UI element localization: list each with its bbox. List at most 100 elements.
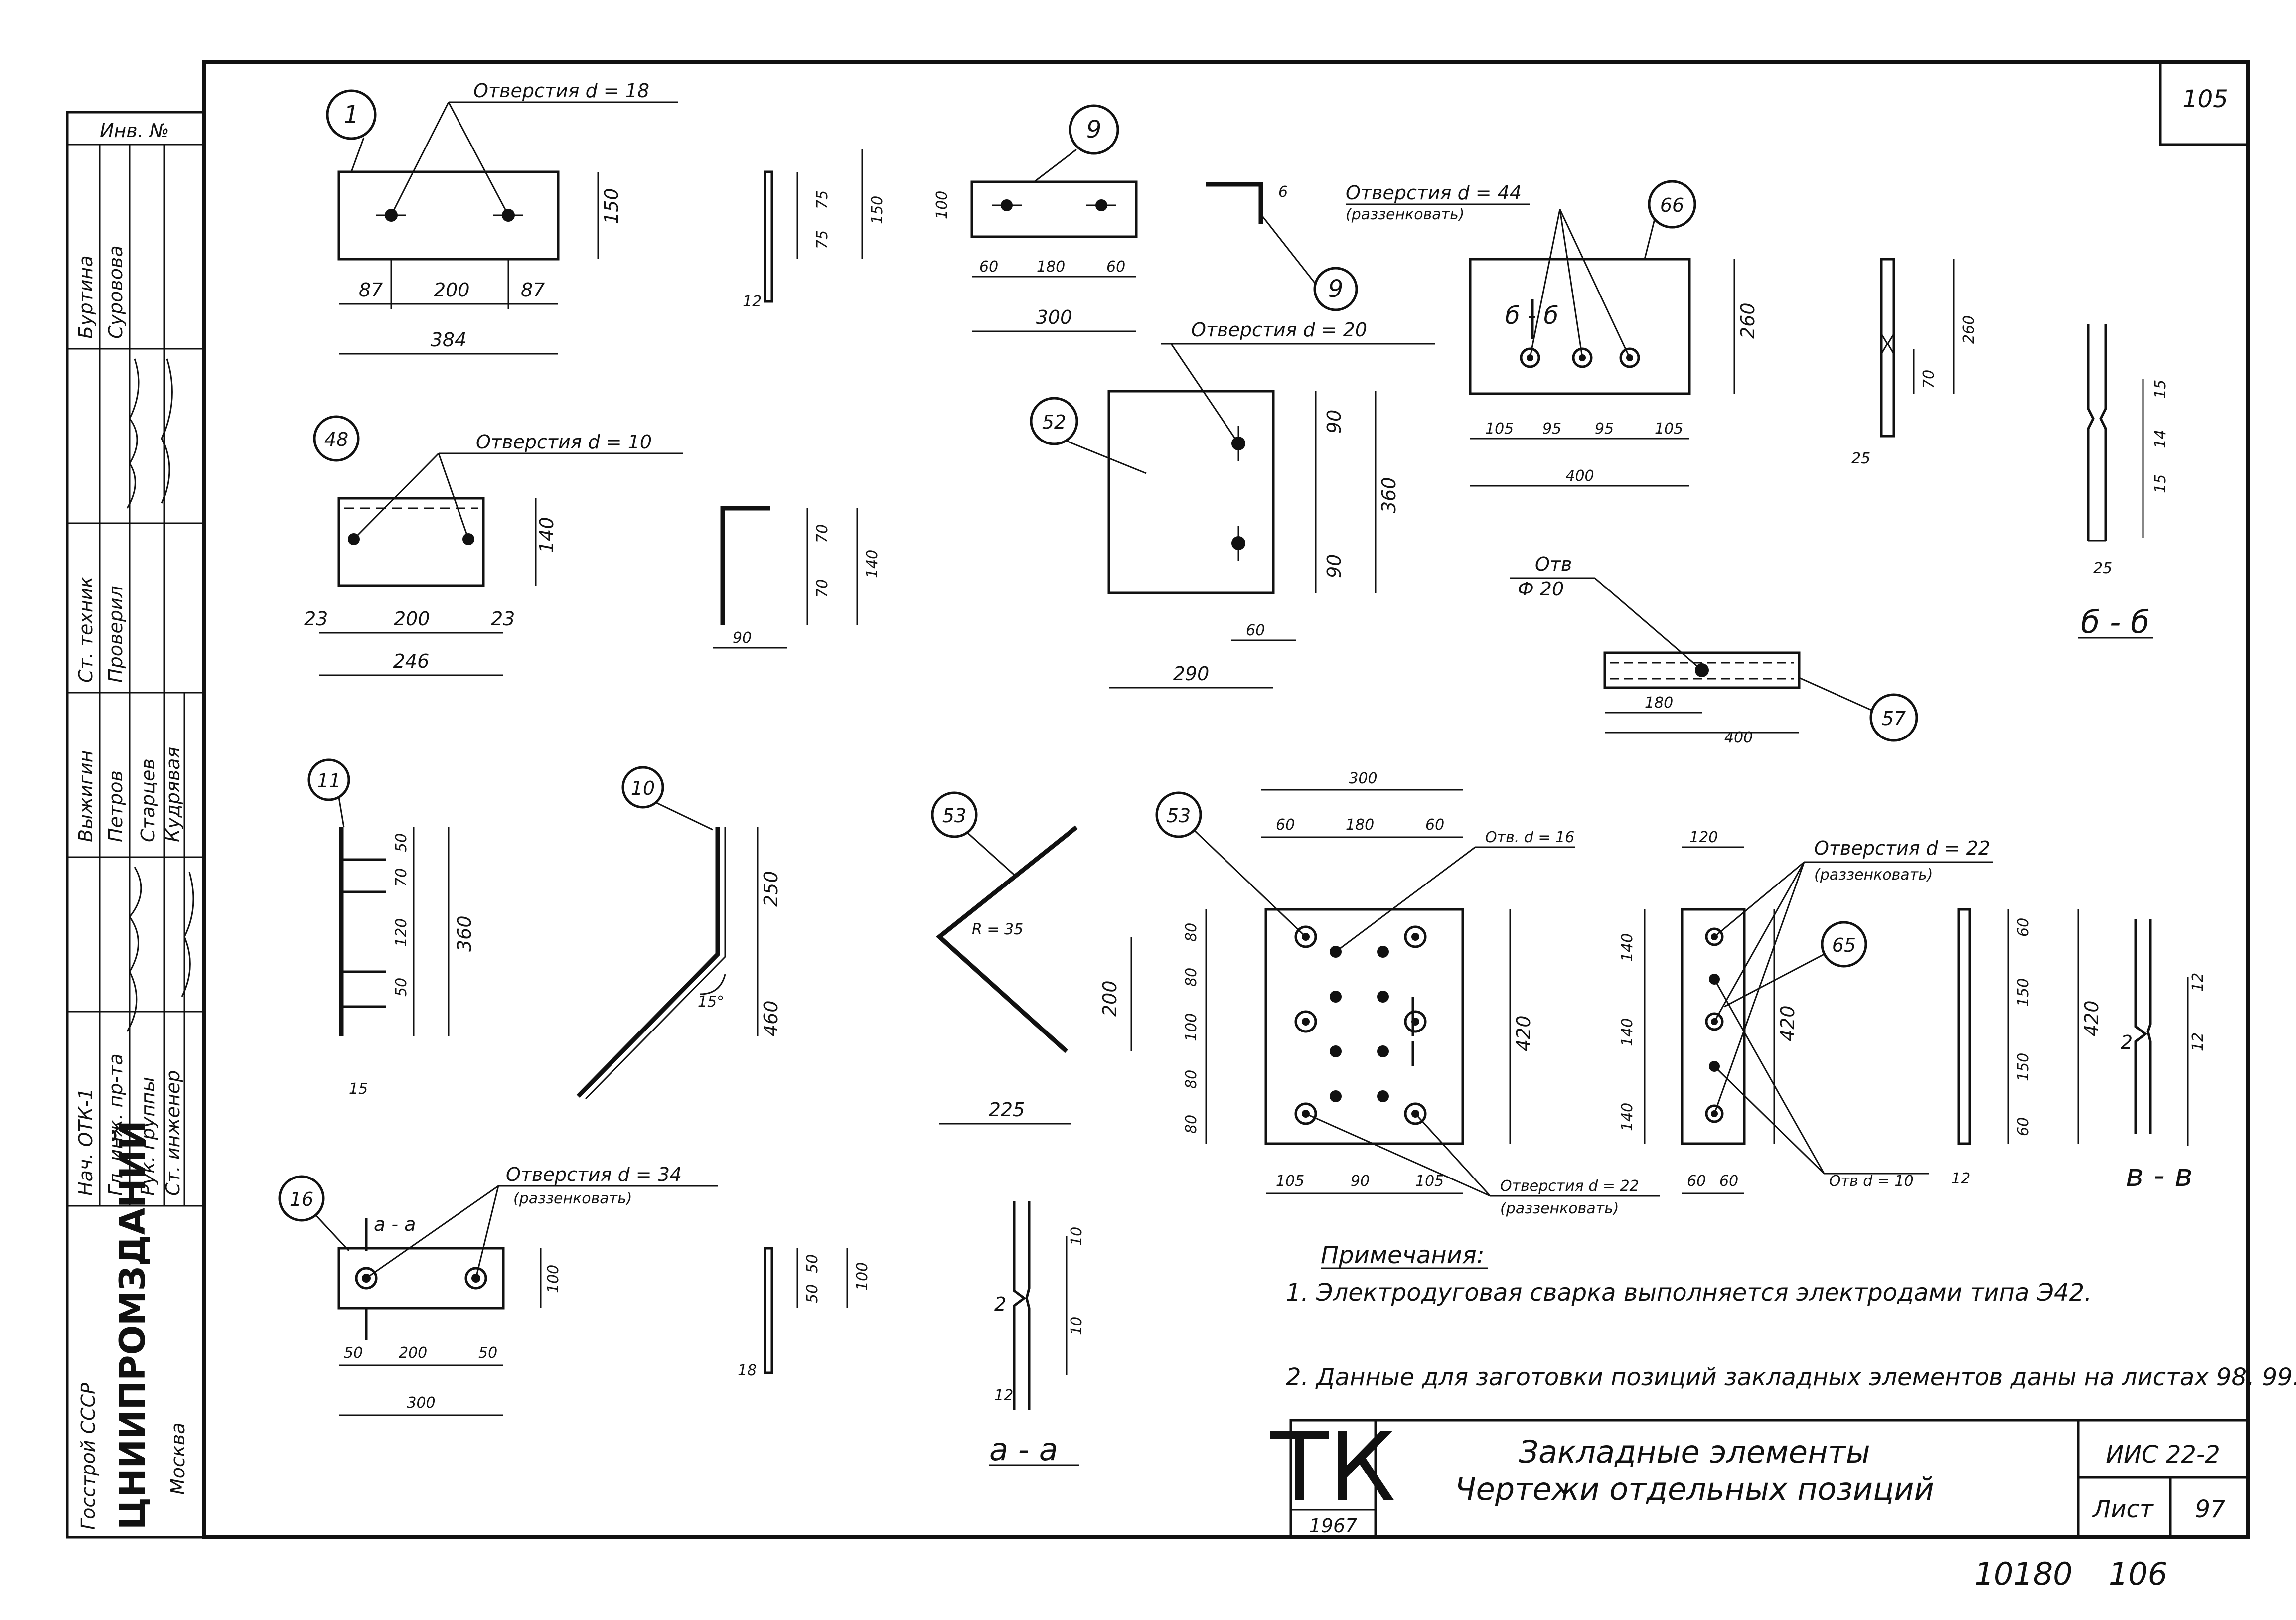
part-16-dim-a: 50	[344, 1344, 363, 1362]
part-1-label: 1	[344, 101, 359, 129]
signature-3	[126, 867, 142, 1032]
section-b-mark: б - б	[1505, 302, 1558, 330]
section-a-mark-top: а - а	[374, 1213, 416, 1235]
part-65-side-d: 60	[2015, 1117, 2032, 1136]
part-48-label: 48	[324, 429, 348, 450]
part-53b-dim-b: 180	[1346, 816, 1374, 834]
stamp-name-4: Кудрявая	[162, 747, 184, 842]
part-53b-note: Отв. d = 16	[1485, 829, 1574, 846]
part-65-label: 65	[1832, 934, 1856, 956]
page-number: 106	[2109, 1556, 2167, 1592]
part-65: 120 Отверстия d = 22 (раззенковать) 65 О…	[1619, 829, 2103, 1194]
org-line-2: ЦНИИПРОМЗДАНИЙ	[112, 1120, 153, 1530]
part-10-dim-a: 250	[760, 871, 782, 907]
stamp-name-5: Буртина	[75, 255, 97, 339]
section-b-dim-b: 14	[2152, 430, 2169, 448]
stamp-name-2: Петров	[105, 770, 127, 842]
stamp-role-6: Проверил	[105, 586, 127, 683]
part-48-note: Отверстия d = 10	[476, 431, 652, 453]
part-66-dim-a: 105	[1485, 420, 1514, 438]
part-11-label: 11	[317, 770, 341, 792]
section-b: 15 14 15 25 б - б	[2078, 324, 2169, 640]
stamp-frame	[66, 111, 206, 1539]
part-52-label: 52	[1042, 411, 1066, 433]
drawing-title-line-1: Закладные элементы	[1519, 1434, 1870, 1470]
part-9-dim-h: 100	[933, 191, 951, 219]
part-9-dim-b: 180	[1037, 258, 1065, 276]
part-53b-dim-total: 300	[1349, 770, 1377, 787]
side-stamp: Инв. № Нач. ОТК-1 Гл. инж. пр-та Рук. гр…	[66, 111, 206, 1539]
part-9-dim-t: 6	[1278, 183, 1288, 201]
part-11-dim-h: 360	[454, 915, 475, 952]
org-line-1: Госстрой СССР	[77, 1383, 99, 1530]
part-16-side-a: 50	[804, 1254, 821, 1273]
part-53b-dim-h: 420	[1513, 1015, 1534, 1051]
part-57-label: 57	[1882, 708, 1906, 730]
archive-number: 10180	[1974, 1556, 2072, 1592]
part-16-note-sub: (раззенковать)	[513, 1190, 632, 1207]
part-53b-label: 53	[1167, 805, 1191, 827]
part-9-dim-a: 60	[979, 258, 998, 276]
part-11-dim-b: 70	[393, 868, 410, 887]
part-65-note-sub: (раззенковать)	[1814, 866, 1933, 884]
part-53b-dim-c: 60	[1425, 816, 1444, 834]
part-48-dim-h: 140	[536, 517, 558, 553]
part-48-side-w: 90	[733, 629, 752, 647]
part-53b-dim-w1: 105	[1276, 1173, 1304, 1190]
part-48-dim-total: 246	[393, 650, 430, 672]
part-53-plate: 53 300 60 180 60 80 80 100 80 80 Отв. d …	[1155, 770, 1660, 1217]
part-53-dim-h: 200	[1099, 980, 1121, 1017]
title-year: 1967	[1309, 1515, 1358, 1537]
part-9-dim-total: 300	[1036, 306, 1072, 328]
part-9: 9 60 180 60 300 100 6 9 Отверстия d = 20	[933, 104, 1435, 345]
signature-2	[161, 358, 173, 504]
part-16-dim-h: 100	[545, 1265, 562, 1293]
part-1-note: Отверстия d = 18	[473, 80, 649, 102]
part-57-dim-a: 180	[1645, 694, 1673, 712]
part-1-side-a: 75	[814, 190, 831, 209]
part-1: 1 Отверстия d = 18 87 200 87 384 150 75 …	[326, 80, 886, 355]
sheet-number: 105	[2182, 85, 2228, 113]
part-48-dim-a: 23	[304, 608, 328, 630]
part-53b-note2: Отверстия d = 22	[1500, 1178, 1639, 1195]
part-66-label: 66	[1660, 194, 1684, 216]
part-11-dim-t: 15	[349, 1080, 368, 1098]
part-57: Отв Ф 20 180 400 57	[1510, 553, 1918, 746]
part-52-dim-a: 90	[1323, 410, 1345, 434]
part-10-angle: 15°	[698, 993, 724, 1011]
section-b-dim-c: 15	[2152, 474, 2169, 493]
part-53b-dim-w3: 105	[1415, 1173, 1444, 1190]
part-48-side-h: 140	[864, 550, 881, 578]
part-1-side-h: 150	[869, 196, 886, 224]
part-65-note: Отверстия d = 22	[1814, 837, 1990, 859]
part-11-dim-d: 50	[393, 978, 410, 997]
part-65-dim-w1: 60	[1687, 1173, 1706, 1190]
part-9-dim-c: 60	[1106, 258, 1125, 276]
part-16-side-h: 100	[854, 1262, 871, 1291]
stamp-role-1: Нач. ОТК-1	[75, 1088, 97, 1196]
part-53b-dim-r1: 80	[1183, 923, 1200, 942]
part-66-dim-total: 400	[1565, 467, 1594, 485]
part-53b-dim-r3: 100	[1183, 1013, 1200, 1041]
title-logo: ТК	[1270, 1412, 1396, 1522]
section-v-dim-c: 12	[2189, 1032, 2207, 1051]
part-52-dim-w: 290	[1173, 663, 1210, 685]
signature-1	[126, 358, 140, 509]
section-a-dim-b: 2	[994, 1293, 1006, 1315]
part-1-dim-a: 87	[359, 279, 383, 301]
part-52-dim-c: 60	[1246, 622, 1265, 639]
section-a-dim-d: 12	[994, 1387, 1013, 1404]
part-9-note: Отверстия d = 20	[1191, 319, 1367, 341]
part-53b-dim-r2: 80	[1183, 968, 1200, 987]
sheet-value: 97	[2195, 1495, 2226, 1523]
stamp-role-2: Гл. инж. пр-та	[105, 1053, 127, 1196]
notes-block: Примечания: 1. Электродуговая сварка вып…	[1286, 1241, 2296, 1391]
part-65-dim-w: 120	[1689, 829, 1718, 846]
part-65-dim-a: 140	[1619, 933, 1636, 962]
part-10-label: 10	[631, 777, 655, 799]
part-16-dim-total: 300	[407, 1394, 435, 1412]
note-1: 1. Электродуговая сварка выполняется эле…	[1286, 1279, 2092, 1307]
note-2: 2. Данные для заготовки позиций закладны…	[1286, 1363, 2296, 1391]
sheet-frame	[202, 60, 2250, 1539]
